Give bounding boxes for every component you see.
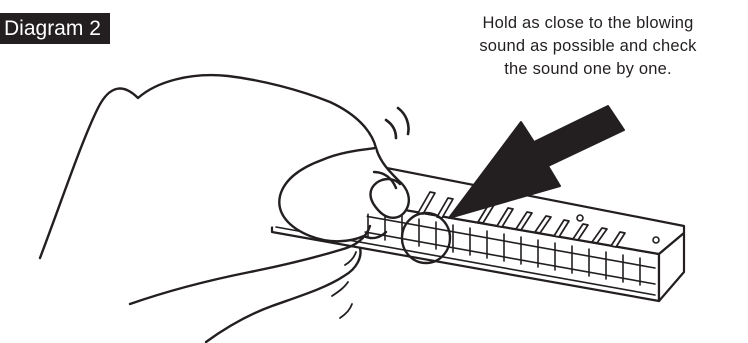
sound-wave-marks (386, 108, 409, 138)
hand-illustration (40, 75, 409, 342)
